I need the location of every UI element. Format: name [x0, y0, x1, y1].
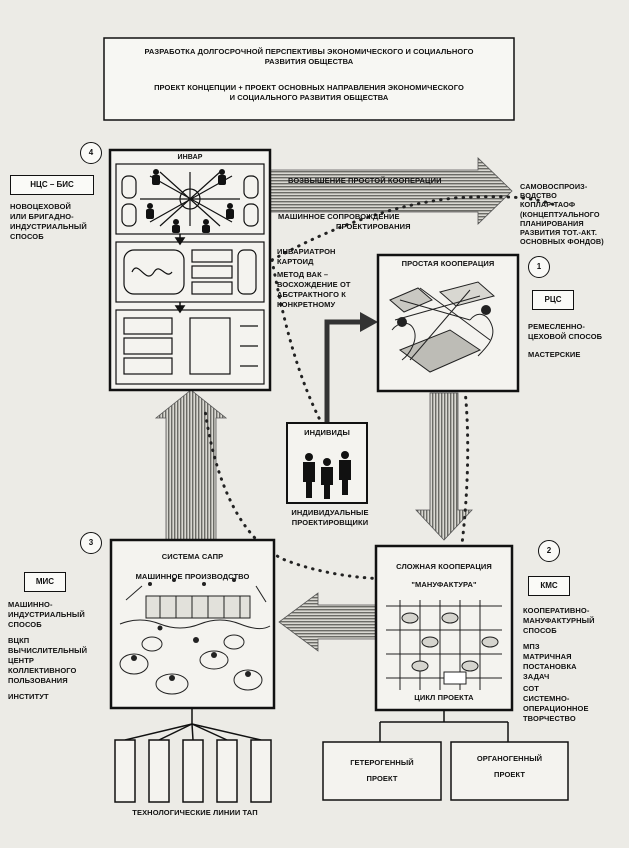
sapr-subtitle: МАШИННОЕ ПРОИЗВОДСТВО	[135, 572, 250, 581]
arrow-left-bottom	[278, 592, 377, 652]
sapr-box	[109, 538, 276, 710]
arrow-individuals	[324, 319, 362, 425]
stage-4-number: 4	[80, 142, 102, 164]
sapr-title: СИСТЕМА САПР	[161, 552, 224, 561]
hetero-project-box	[322, 741, 442, 801]
arrow-top-notes: МАШИННОЕ СОПРОВОЖДЕНИЕ ПРОЕКТИРОВАНИЯ	[278, 212, 411, 231]
header-line-2: РАЗВИТИЯ ОБЩЕСТВА	[264, 57, 354, 66]
individuals-title: ИНДИВИДЫ	[304, 428, 350, 437]
stage-1-number: 1	[528, 256, 550, 278]
self-reproduction-notes: САМОВОСПРОИЗ-ВОДСТВО КОПЛАР-ТАОФ(КОНЦЕПТ…	[520, 182, 604, 247]
arrow-top-label: ВОЗВЫШЕНИЕ ПРОСТОЙ КООПЕРАЦИИ	[288, 176, 442, 185]
arrow-down-right	[415, 392, 473, 541]
complex-coop-title: СЛОЖНАЯ КООПЕРАЦИЯ	[396, 562, 492, 571]
simple-coop-title: ПРОСТАЯ КООПЕРАЦИЯ	[401, 259, 495, 268]
arrow-top	[269, 157, 513, 225]
stage-3-abbr: МИС	[24, 572, 66, 592]
dotted-path	[203, 195, 557, 581]
invar-title: ИНВАР	[177, 154, 203, 161]
organo-project-box	[450, 741, 569, 801]
header-line-1: РАЗРАБОТКА ДОЛГОСРОЧНОЙ ПЕРСПЕКТИВЫ ЭКОН…	[144, 47, 474, 56]
complex-coop-subtitle: "МАНУФАКТУРА"	[411, 580, 477, 589]
project-cycle-label: ЦИКЛ ПРОЕКТА	[414, 693, 474, 702]
tech-lines-label: ТЕХНОЛОГИЧЕСКИЕ ЛИНИИ ТАП	[132, 808, 258, 817]
tech-lines	[114, 708, 272, 803]
header-line-3: ПРОЕКТ КОНЦЕПЦИИ + ПРОЕКТ ОСНОВНЫХ НАПРА…	[154, 83, 464, 92]
stage-3-number: 3	[80, 532, 102, 554]
stage-2-abbr: КМС	[528, 576, 570, 596]
stage-2-number: 2	[538, 540, 560, 562]
header-box	[103, 37, 515, 121]
stage-1-desc: РЕМЕСЛЕННО-ЦЕХОВОЙ СПОСОБ МАСТЕРСКИЕ	[528, 322, 603, 359]
stage-1-abbr: РЦС	[532, 290, 574, 310]
header-line-4: И СОЦИАЛЬНОГО РАЗВИТИЯ ОБЩЕСТВА	[229, 93, 389, 102]
stage-4-abbr: НЦС – БИС	[10, 175, 94, 195]
